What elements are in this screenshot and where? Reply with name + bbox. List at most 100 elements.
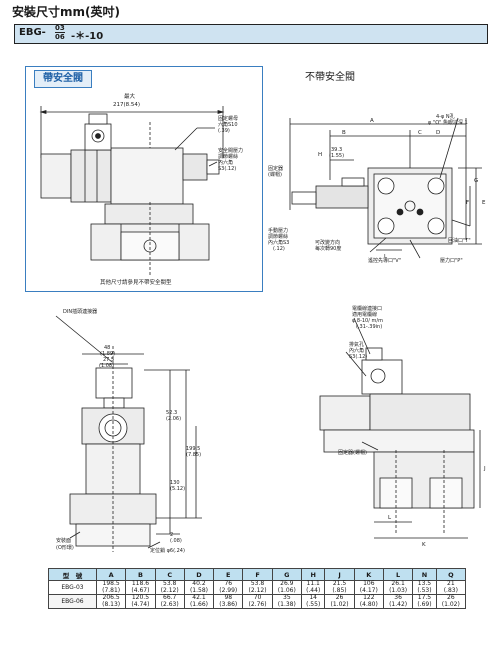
vent-label-2: 內六角 — [349, 348, 365, 354]
svg-text:L: L — [384, 254, 388, 260]
value-mm: 70 — [253, 594, 262, 601]
model-prefix: EBG- — [19, 27, 46, 38]
value-inch: (2.76) — [248, 600, 267, 608]
svg-text:G: G — [474, 178, 478, 184]
table-cell: 76(2.99) — [213, 580, 244, 595]
model-suffix: -＊-10 — [71, 31, 104, 42]
pressure-port-label: 壓力口"P" — [440, 258, 463, 264]
dim-27-5: 27.5 — [103, 357, 115, 363]
table-cell: 122(4.80) — [353, 594, 384, 609]
manual-adjust-label-3: 內六角S3 — [268, 240, 290, 246]
cable-port-label-3: φ 8-10/ m/m — [352, 318, 383, 324]
svg-text:A: A — [370, 118, 374, 124]
dim-7-85: (7.85) — [186, 452, 202, 458]
value-mm: 106 — [363, 580, 375, 587]
vent-label-3: S3(.12) — [349, 354, 368, 360]
dim-48: 48 — [104, 345, 111, 351]
mounting-face-label-1: 安裝面 — [56, 538, 72, 544]
value-inch: (2.99) — [219, 586, 238, 594]
safety-valve-tag: 帶安全閥 — [34, 70, 92, 88]
table-header-cell: L — [382, 568, 414, 581]
value-inch: (1.58) — [189, 586, 208, 594]
value-inch: (3.86) — [219, 600, 238, 608]
value-inch: (4.17) — [359, 586, 378, 594]
dim-2: 2 — [170, 532, 174, 538]
table-cell: 98(3.86) — [213, 594, 244, 609]
value-mm: 42.1 — [192, 594, 206, 601]
value-mm: 198.5 — [102, 580, 120, 587]
value-mm: 53.8 — [250, 580, 265, 587]
table-header-cell: F — [242, 568, 273, 581]
value-inch: (.85) — [332, 586, 347, 594]
table-cell: 26.9(1.06) — [271, 580, 302, 595]
value-inch: (2.63) — [160, 600, 179, 608]
safety-adjust-label-3: 內六角 — [218, 160, 234, 166]
dim-1-08: (1.08) — [99, 363, 115, 369]
table-header-cell: H — [300, 568, 326, 581]
value-inch: (1.03) — [389, 586, 408, 594]
value-mm: 53.8 — [163, 580, 177, 587]
footnote-other-dims: 其他尺寸請參見不帶安全閥型 — [100, 280, 172, 286]
cable-port-label-2: 適用電纜線 — [352, 312, 378, 318]
value-mm: 21 — [447, 580, 455, 587]
table-header-cell: Q — [435, 568, 467, 581]
model-size-top: 03 — [55, 24, 65, 32]
dim-52-3: 52.3 — [166, 410, 178, 416]
mounting-face-label-2: (O形環) — [56, 545, 74, 551]
fixer-label-2: (蝶帽) — [268, 172, 282, 178]
table-header-cell: G — [271, 568, 302, 581]
table-cell: 13.5(.53) — [412, 580, 437, 595]
table-cell: 26(1.02) — [324, 594, 355, 609]
value-mm: 26.9 — [280, 580, 294, 587]
table-cell-model: EBG-03 — [48, 580, 97, 595]
table-cell: 120.5(4.74) — [125, 594, 156, 609]
value-inch: (1.06) — [277, 586, 296, 594]
value-mm: 122 — [363, 594, 375, 601]
dim-0-08: (.08) — [170, 538, 182, 544]
din-connector-label: DIN插頭連接器 — [63, 309, 98, 315]
mounting-hole-label-1: 4-φ N孔 — [436, 114, 455, 120]
value-mm: 26.1 — [391, 580, 405, 587]
fixed-nut-label-3: (.39) — [218, 128, 230, 134]
model-code-bar: EBG- 03 06 -＊-10 — [14, 24, 488, 44]
dimension-table: 型 號 A B C D E F G H J K L N Q EBG-03 198… — [48, 568, 467, 609]
svg-text:D: D — [436, 130, 440, 136]
value-mm: 118.6 — [131, 580, 150, 587]
no-safety-valve-drawing: A B C D E F G H L — [289, 117, 486, 260]
mounting-hole-label-2: φ "O" 魚眼坑深 1 — [428, 120, 468, 126]
table-cell: 17.5(.69) — [412, 594, 437, 609]
dim-39-3: 39.3 — [331, 147, 343, 153]
dim-1-55: (1.55) — [329, 153, 345, 159]
value-mm: 98 — [224, 594, 233, 601]
no-safety-valve-heading: 不帶安全閥 — [305, 72, 355, 83]
value-inch: (1.66) — [189, 600, 208, 608]
value-inch: (2.12) — [248, 586, 267, 594]
rotate-label-2: 每次轉90度 — [315, 246, 342, 252]
remote-pilot-port-label: 遙控先導口"V" — [368, 258, 402, 264]
value-inch: (.44) — [306, 586, 321, 594]
value-mm: 66.7 — [163, 594, 177, 601]
vent-label-1: 排氣孔 — [349, 342, 365, 348]
dim-5-12: (5.12) — [170, 486, 186, 492]
table-cell: 118.6(4.67) — [125, 580, 156, 595]
return-port-label: 回油口"T" — [448, 238, 471, 244]
safety-valve-panel — [25, 66, 263, 292]
table-header-cell: K — [353, 568, 384, 581]
svg-text:E: E — [482, 200, 486, 206]
table-cell: 206.5(8.13) — [95, 594, 127, 609]
value-inch: (7.81) — [102, 586, 121, 594]
value-mm: 21.5 — [332, 580, 347, 587]
dim-199-5: 199.5 — [186, 446, 201, 452]
max-dimension: 217(8.54) — [113, 102, 141, 108]
fixed-nut-label-2: 六角S10 — [218, 122, 238, 128]
safety-adjust-label-1: 安全閥壓力 — [218, 148, 244, 154]
table-row: EBG-03 198.5(7.81) 118.6(4.67) 53.8(2.12… — [48, 580, 467, 595]
svg-text:J: J — [483, 466, 486, 472]
svg-text:C: C — [418, 130, 422, 136]
front-view-drawing — [55, 315, 202, 552]
value-mm: 40.2 — [192, 580, 206, 587]
table-header-cell: J — [324, 568, 355, 581]
page-title: 安裝尺寸mm(英吋) — [12, 5, 120, 19]
side-view-drawing: L K J — [319, 317, 486, 548]
table-cell: 66.7(2.63) — [154, 594, 185, 609]
